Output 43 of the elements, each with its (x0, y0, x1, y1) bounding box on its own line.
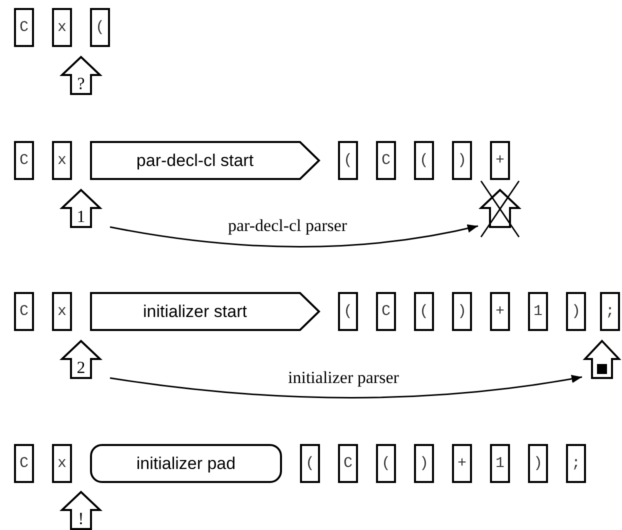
token-box: ( (338, 141, 358, 180)
token-box: C (376, 141, 396, 180)
token-box: ) (566, 292, 586, 331)
token-box: ; (600, 292, 620, 331)
token-box: ( (414, 292, 434, 331)
token-box: ; (566, 444, 586, 483)
token-box: ( (414, 141, 434, 180)
token-box: + (452, 444, 472, 483)
token-box: C (14, 141, 34, 180)
token-box: ( (338, 292, 358, 331)
end-pointer-arrow (584, 340, 620, 379)
edge-label: initializer parser (286, 369, 401, 387)
pointer-arrow: ! (61, 491, 101, 530)
pad-box: initializer pad (90, 444, 282, 483)
start-marker-box: initializer start (90, 292, 320, 331)
token-box: ( (376, 444, 396, 483)
token-box: ) (452, 292, 472, 331)
token-box: x (52, 444, 72, 483)
token-box: ) (528, 444, 548, 483)
edge-label: par-decl-cl parser (226, 217, 350, 235)
token-box: C (14, 444, 34, 483)
token-box: ) (414, 444, 434, 483)
pointer-arrow: ? (61, 56, 101, 95)
crossed-pointer-arrow (480, 181, 520, 237)
token-box: + (490, 292, 510, 331)
token-box: C (14, 292, 34, 331)
token-box: ( (90, 8, 110, 47)
start-marker-box: par-decl-cl start (90, 141, 320, 180)
token-box: x (52, 8, 72, 47)
token-box: x (52, 292, 72, 331)
curved-arrow (110, 224, 478, 248)
curved-arrow (110, 374, 582, 398)
token-box: ) (452, 141, 472, 180)
token-box: 1 (528, 292, 548, 331)
token-box: C (376, 292, 396, 331)
token-box: x (52, 141, 72, 180)
pointer-arrow: 1 (61, 189, 101, 228)
token-box: ( (300, 444, 320, 483)
token-box: 1 (490, 444, 510, 483)
token-box: + (490, 141, 510, 180)
token-box: C (14, 8, 34, 47)
pointer-arrow: 2 (61, 340, 101, 379)
token-box: C (338, 444, 358, 483)
